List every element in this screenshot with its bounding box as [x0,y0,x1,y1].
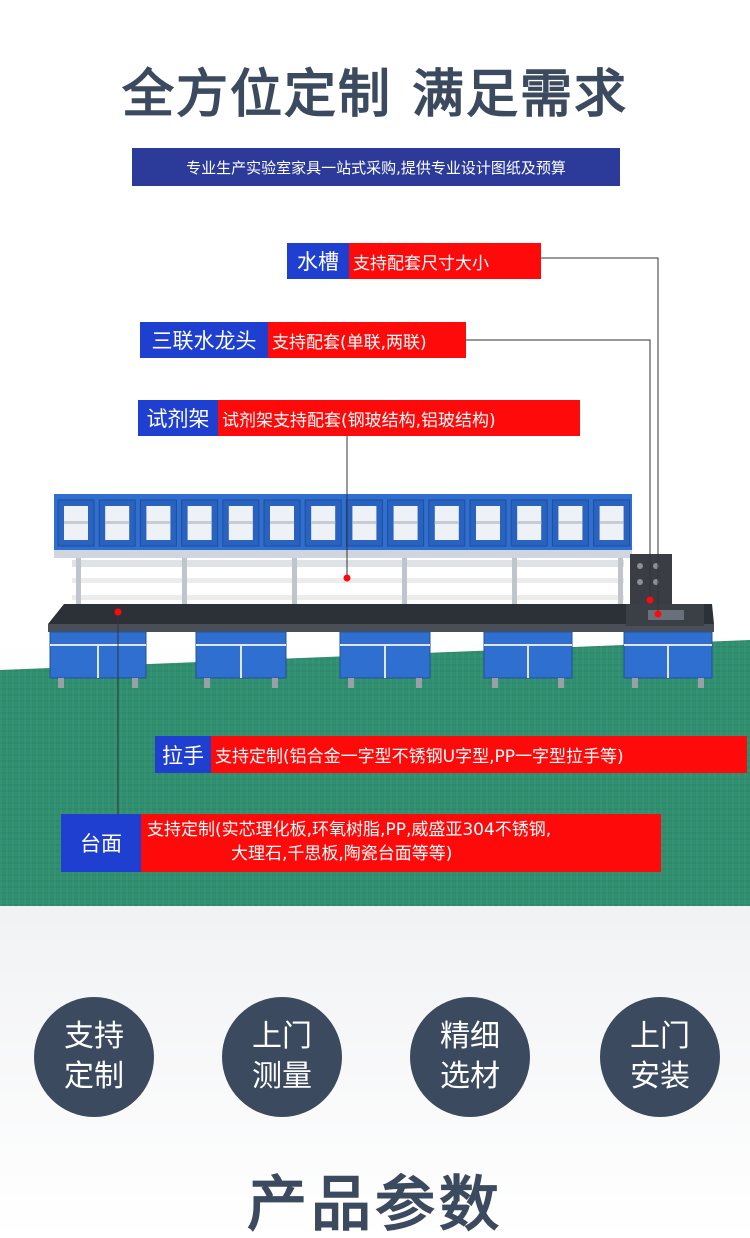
section-title: 产品参数 [247,1170,503,1238]
callout-rack: 试剂架 试剂架支持配套(钢玻结构,铝玻结构) [138,400,580,436]
subtitle-text: 专业生产实验室家具一站式采购,提供专业设计图纸及预算 [186,158,566,177]
callout-sink-desc: 支持配套尺寸大小 [349,243,541,279]
callout-handle: 拉手 支持定制(铝合金一字型不锈钢U字型,PP一字型拉手等) [155,736,747,773]
feature-install: 上门 安装 [600,997,720,1117]
callout-countertop-desc-line1: 支持定制(实芯理化板,环氧树脂,PP,威盛亚304不锈钢, [147,820,552,840]
callout-countertop-desc-line2: 大理石,千思板,陶瓷台面等等) [231,844,453,864]
callout-handle-label: 拉手 [155,736,211,773]
subtitle-banner: 专业生产实验室家具一站式采购,提供专业设计图纸及预算 [132,148,620,186]
callout-countertop: 台面 支持定制(实芯理化板,环氧树脂,PP,威盛亚304不锈钢, 大理石,千思板… [61,814,661,872]
callout-handle-desc: 支持定制(铝合金一字型不锈钢U字型,PP一字型拉手等) [211,736,747,773]
faucet-board [630,554,672,606]
hero-section: 全方位定制 满足需求 专业生产实验室家具一站式采购,提供专业设计图纸及预算 [0,0,750,906]
feature-custom: 支持 定制 [34,997,154,1117]
reagent-rack [72,558,624,606]
callout-countertop-desc: 支持定制(实芯理化板,环氧树脂,PP,威盛亚304不锈钢, 大理石,千思板,陶瓷… [141,814,661,872]
lower-cabinets [49,631,713,688]
callout-sink-label: 水槽 [287,243,349,279]
callout-countertop-label: 台面 [61,814,141,872]
callout-sink: 水槽 支持配套尺寸大小 [287,243,541,279]
callout-faucet-label: 三联水龙头 [140,322,268,358]
callout-faucet-desc: 支持配套(单联,两联) [268,322,466,358]
callout-rack-label: 试剂架 [138,400,218,436]
upper-cabinets [54,494,632,558]
callout-rack-desc: 试剂架支持配套(钢玻结构,铝玻结构) [218,400,580,436]
countertop [48,604,714,624]
callout-faucet: 三联水龙头 支持配套(单联,两联) [140,322,466,358]
page-title: 全方位定制 满足需求 [121,65,629,125]
feature-measure: 上门 测量 [222,997,342,1117]
feature-material: 精细 选材 [410,997,530,1117]
